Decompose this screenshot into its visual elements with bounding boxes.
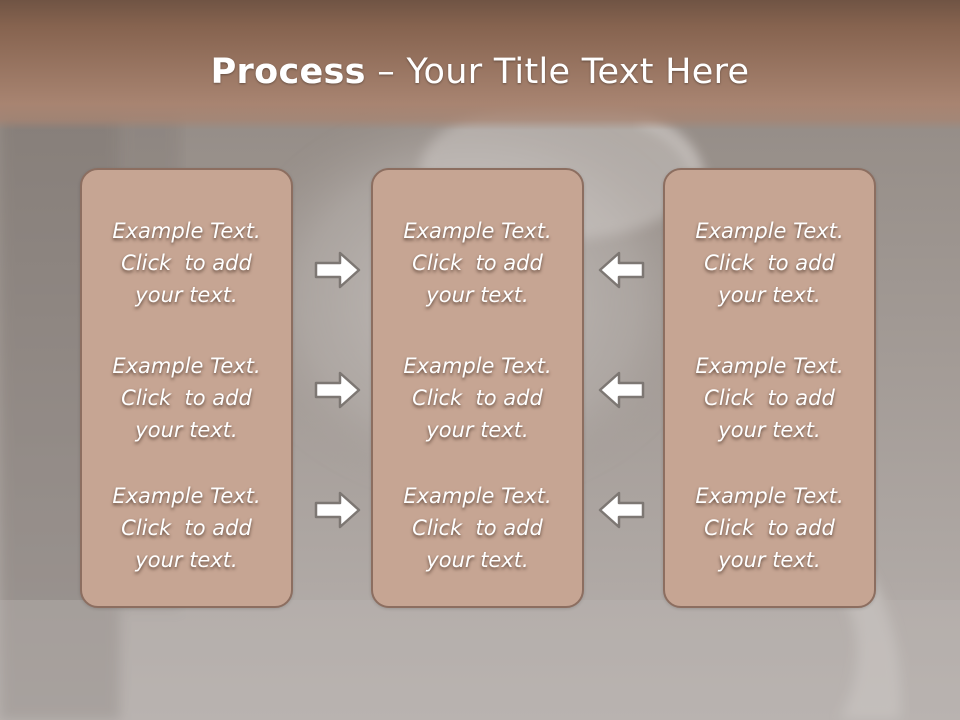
arrow-left-icon — [598, 491, 645, 529]
text-line: your text. — [718, 548, 821, 572]
text-line: Example Text. — [403, 219, 552, 243]
process-panel-center[interactable]: Example Text. Click to add your text. Ex… — [371, 168, 584, 608]
text-line: Click to add — [412, 386, 543, 410]
text-block[interactable]: Example Text. Click to add your text. — [665, 350, 874, 446]
title-rest: – Your Title Text Here — [365, 52, 750, 92]
text-line: Click to add — [121, 251, 252, 275]
text-line: your text. — [135, 548, 238, 572]
process-panel-right[interactable]: Example Text. Click to add your text. Ex… — [663, 168, 876, 608]
title-bold: Process — [210, 52, 366, 92]
text-line: Click to add — [412, 516, 543, 540]
text-line: your text. — [718, 418, 821, 442]
text-block[interactable]: Example Text. Click to add your text. — [82, 480, 291, 576]
arrow-left-icon — [598, 371, 645, 409]
text-line: Example Text. — [112, 219, 261, 243]
text-block[interactable]: Example Text. Click to add your text. — [665, 215, 874, 311]
text-line: Click to add — [704, 516, 835, 540]
text-line: Example Text. — [695, 484, 844, 508]
text-line: your text. — [135, 283, 238, 307]
text-block[interactable]: Example Text. Click to add your text. — [82, 215, 291, 311]
arrow-right-icon — [314, 371, 361, 409]
text-line: Example Text. — [112, 354, 261, 378]
text-line: Click to add — [704, 386, 835, 410]
text-line: Example Text. — [695, 219, 844, 243]
text-block[interactable]: Example Text. Click to add your text. — [82, 350, 291, 446]
text-line: your text. — [135, 418, 238, 442]
text-line: your text. — [718, 283, 821, 307]
text-line: your text. — [426, 418, 529, 442]
text-block[interactable]: Example Text. Click to add your text. — [373, 480, 582, 576]
title-bar — [0, 0, 960, 130]
text-block[interactable]: Example Text. Click to add your text. — [373, 350, 582, 446]
text-block[interactable]: Example Text. Click to add your text. — [373, 215, 582, 311]
text-line: Example Text. — [403, 484, 552, 508]
text-line: Example Text. — [112, 484, 261, 508]
text-line: Click to add — [704, 251, 835, 275]
text-line: your text. — [426, 548, 529, 572]
arrow-right-icon — [314, 251, 361, 289]
text-block[interactable]: Example Text. Click to add your text. — [665, 480, 874, 576]
process-panel-left[interactable]: Example Text. Click to add your text. Ex… — [80, 168, 293, 608]
text-line: Click to add — [412, 251, 543, 275]
arrow-right-icon — [314, 491, 361, 529]
text-line: Example Text. — [403, 354, 552, 378]
text-line: your text. — [426, 283, 529, 307]
slide-title[interactable]: Process – Your Title Text Here — [0, 52, 960, 92]
text-line: Click to add — [121, 516, 252, 540]
text-line: Click to add — [121, 386, 252, 410]
text-line: Example Text. — [695, 354, 844, 378]
arrow-left-icon — [598, 251, 645, 289]
